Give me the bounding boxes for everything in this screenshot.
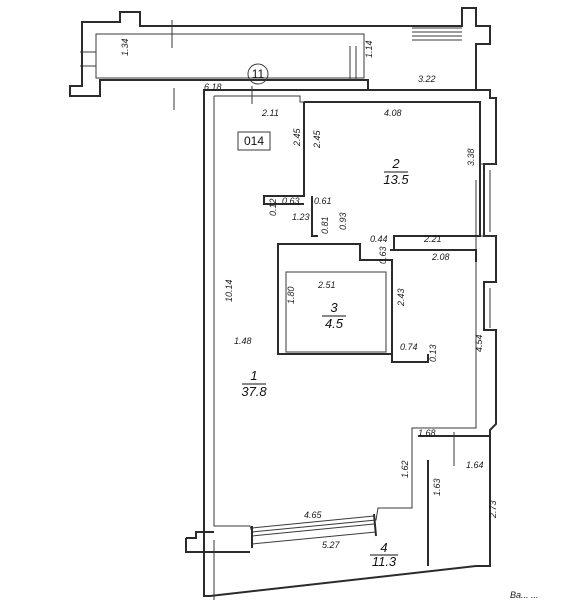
dim-label: 0.93 (338, 212, 348, 230)
room-label-1: 1 37.8 (241, 368, 267, 399)
room-number: 2 (391, 156, 400, 171)
floor-marker: 11 (252, 67, 265, 81)
footer-text: Ва... ... (510, 590, 539, 600)
room-label-2: 2 13.5 (383, 156, 409, 187)
dim-label: 1.34 (120, 38, 130, 56)
dim-label: 1.64 (466, 460, 484, 470)
apartment-label: 014 (244, 134, 264, 148)
dim-label: 0.61 (314, 196, 332, 206)
room-label-3: 3 4.5 (322, 300, 346, 331)
dim-label: 0.44 (370, 234, 388, 244)
bottom-window (251, 513, 377, 548)
dim-label: 2.51 (317, 280, 336, 290)
dim-label: 6.18 (204, 82, 222, 92)
dim-label: 1.62 (400, 460, 410, 478)
dim-label: 3.22 (418, 74, 436, 84)
dim-label: 1.68 (418, 428, 436, 438)
dim-label: 2.45 (312, 129, 322, 149)
dim-label: 0.13 (428, 344, 438, 362)
dim-label: 0.63 (378, 246, 388, 264)
dim-label: 1.48 (234, 336, 252, 346)
top-loggia (69, 7, 491, 110)
room-number: 4 (380, 540, 387, 555)
apartment-outline (185, 89, 497, 600)
dim-label: 10.14 (224, 279, 234, 302)
dim-label: 2.21 (423, 234, 442, 244)
dim-label: 1.14 (364, 40, 374, 58)
dim-label: 4.08 (384, 108, 402, 118)
room-label-4: 4 11.3 (370, 540, 398, 569)
dim-label: 0.74 (400, 342, 418, 352)
room-area: 13.5 (383, 172, 409, 187)
room-area: 11.3 (372, 554, 397, 569)
dim-label: 5.27 (322, 540, 341, 550)
room-area: 4.5 (325, 316, 344, 331)
dim-label: 2.45 (292, 127, 302, 147)
dim-label: 4.65 (304, 510, 323, 520)
dim-label: 0.63 (282, 196, 300, 206)
dim-label: 1.63 (432, 478, 442, 496)
room-area: 37.8 (241, 384, 267, 399)
dimension-labels: 1.34 1.14 6.18 3.22 2.11 4.08 2.45 2.45 … (120, 38, 498, 550)
floor-marker-circle (247, 63, 269, 85)
dim-label: 2.08 (431, 252, 450, 262)
dim-label: 1.23 (292, 212, 310, 222)
apartment-label-box (237, 131, 271, 151)
dim-label: 2.11 (261, 108, 279, 118)
dim-label: 2.73 (488, 500, 498, 519)
room-number: 1 (250, 368, 257, 383)
dim-label: 3.38 (466, 148, 476, 166)
room-4-walls (418, 432, 491, 566)
dim-label: 0.81 (320, 216, 330, 234)
dim-label: 2.43 (396, 288, 406, 307)
room-3-walls (277, 243, 491, 363)
room-2-walls (263, 101, 496, 251)
dim-label: 0.12 (268, 198, 278, 216)
dim-label: 1.80 (286, 286, 296, 304)
dim-label: 4.54 (474, 334, 484, 352)
room-number: 3 (330, 300, 338, 315)
